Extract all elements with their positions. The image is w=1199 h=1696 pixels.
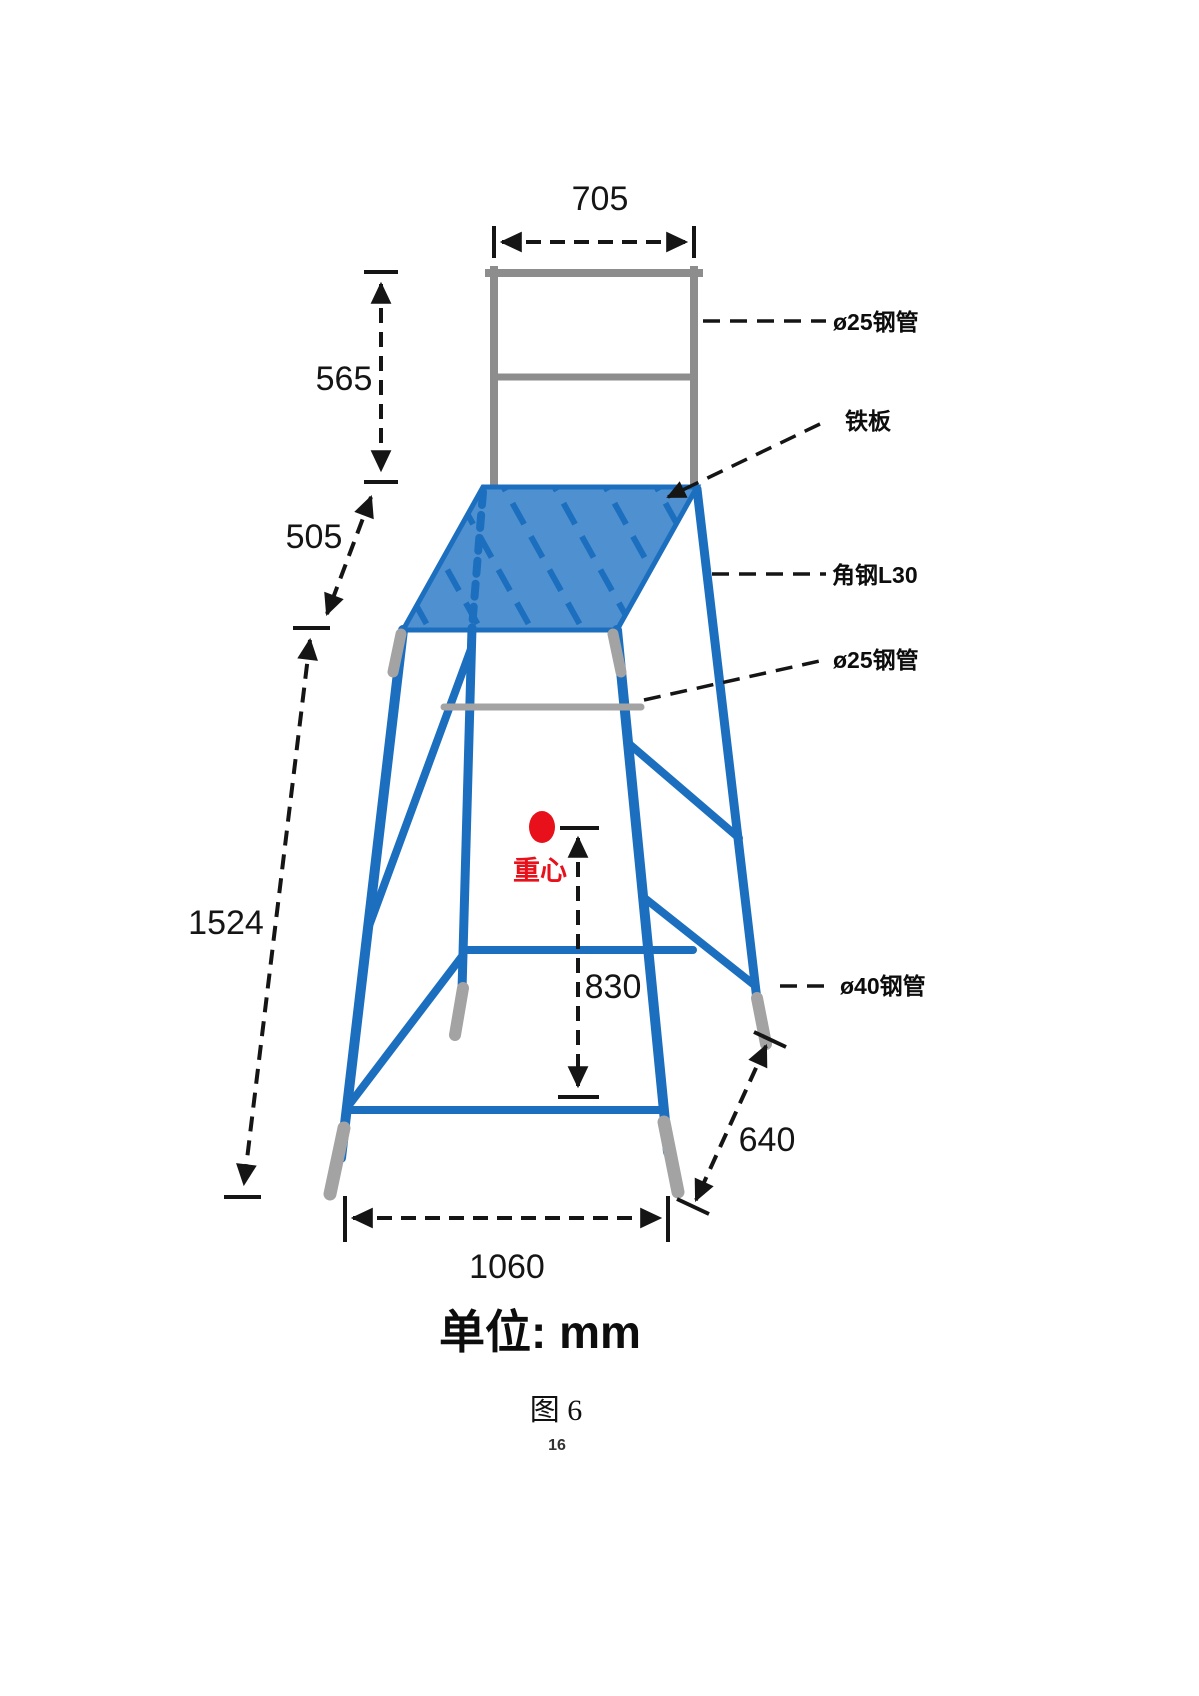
right-brace-upper <box>623 738 743 842</box>
center-of-gravity-marker <box>529 811 555 843</box>
page-number: 16 <box>548 1437 566 1454</box>
label-angle-steel: 角钢L30 <box>832 562 918 588</box>
hatch-line <box>440 487 546 630</box>
label-foot-pipe: ø40钢管 <box>840 973 926 999</box>
front-right-foot <box>657 1115 685 1199</box>
labels: 705 565 505 1524 830 640 1060 ø25钢管 铁板 角… <box>188 180 925 1454</box>
hatch-line <box>403 487 444 630</box>
dim-640-arrow <box>694 1043 768 1203</box>
dim-565-text: 565 <box>316 360 373 398</box>
legs-and-braces <box>336 484 762 1163</box>
label-iron-plate: 铁板 <box>845 408 892 434</box>
front-right-leg <box>612 625 673 1157</box>
rear-left-leg <box>457 623 477 995</box>
front-left-leg <box>336 625 408 1163</box>
dim-640-text: 640 <box>739 1121 796 1159</box>
hatch-line <box>491 487 597 630</box>
rear-left-leg-hidden <box>468 488 487 632</box>
dim-640-bottom-tick <box>676 1197 710 1216</box>
right-brace-lower <box>638 892 757 988</box>
rear-right-leg <box>692 484 762 1005</box>
dim-1060-text: 1060 <box>469 1248 545 1286</box>
dimension-lines <box>224 226 787 1242</box>
left-brace-lower <box>345 951 467 1109</box>
leader-lines <box>643 319 834 988</box>
label-middle-pipe: ø25钢管 <box>833 647 919 673</box>
leader-middle-pipe <box>643 658 825 702</box>
left-brace-upper <box>365 645 475 930</box>
dim-1524-arrow <box>236 637 318 1187</box>
left-seat-bracket <box>387 628 407 678</box>
figure-caption: 图 6 <box>530 1394 583 1427</box>
dim-505-text: 505 <box>286 518 343 556</box>
dim-830-text: 830 <box>585 968 642 1006</box>
dim-640-top-tick <box>753 1030 787 1049</box>
label-top-pipe: ø25钢管 <box>833 309 919 335</box>
dim-705-text: 705 <box>572 180 629 218</box>
dim-1524-text: 1524 <box>188 904 264 942</box>
leader-iron-plate <box>666 422 821 499</box>
dim-505-arrow <box>324 494 374 617</box>
top-rail <box>485 266 703 490</box>
rear-left-foot <box>449 982 469 1041</box>
front-left-foot <box>323 1121 351 1201</box>
right-seat-bracket <box>607 628 627 678</box>
iron-plate-panel <box>398 484 702 633</box>
platform <box>398 484 702 633</box>
units-label: 单位: mm <box>439 1306 641 1358</box>
label-center-of-gravity: 重心 <box>513 856 567 886</box>
